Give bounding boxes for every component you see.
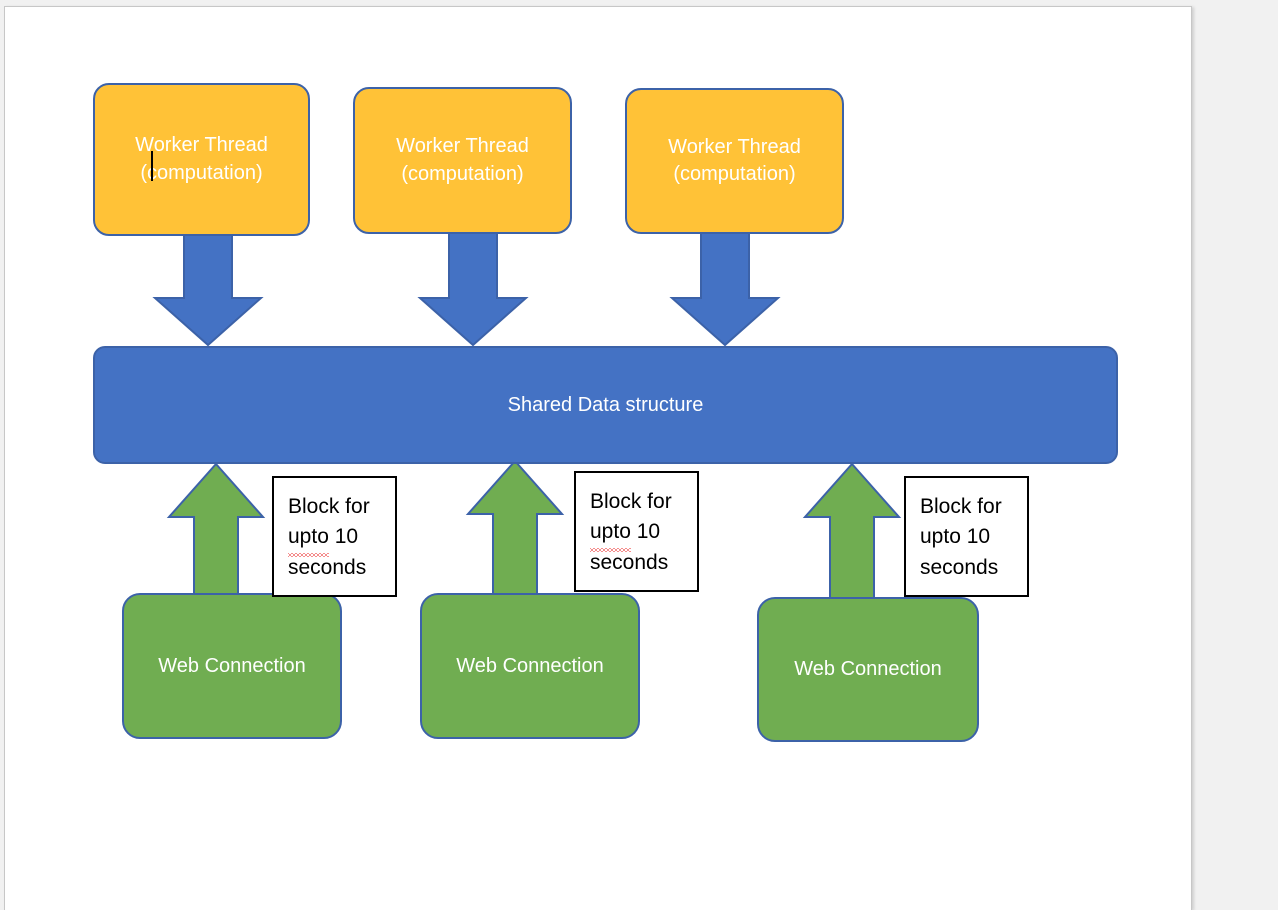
down-arrow-2[interactable] — [417, 231, 529, 347]
note-line3-1: seconds — [288, 555, 367, 579]
up-arrow-2[interactable] — [465, 459, 565, 609]
misspelled-word-1: upto — [288, 522, 329, 558]
up-arrow-1[interactable] — [166, 462, 266, 612]
note-text-2: Block for upto 10 seconds — [590, 487, 672, 578]
worker-thread-label-3: Worker Thread (computation) — [668, 134, 801, 188]
worker-thread-line2-3: (computation) — [673, 163, 796, 185]
shared-data-structure-bar[interactable]: Shared Data structure — [93, 346, 1118, 464]
down-arrow-3[interactable] — [669, 231, 781, 347]
note-line1-3: Block for — [920, 495, 1002, 518]
worker-thread-box-1[interactable]: Worker Thread (computation) — [93, 83, 310, 236]
web-connection-box-1[interactable]: Web Connection — [122, 593, 342, 739]
web-connection-label-3: Web Connection — [794, 658, 942, 680]
note-line2-3: upto 10 — [920, 522, 1002, 552]
web-connection-box-3[interactable]: Web Connection — [757, 597, 979, 742]
note-box-2[interactable]: Block for upto 10 seconds — [574, 471, 699, 592]
note-line1-2: Block for — [590, 490, 672, 513]
web-connection-label-1: Web Connection — [158, 654, 306, 677]
note-box-1[interactable]: Block for upto 10 seconds — [272, 476, 397, 597]
diagram-canvas[interactable]: Worker Thread (computation) Worker Threa… — [5, 7, 1191, 910]
worker-thread-label-2: Worker Thread (computation) — [396, 133, 529, 187]
note-box-3[interactable]: Block for upto 10 seconds — [904, 476, 1029, 597]
note-line2-2: upto 10 — [590, 517, 672, 553]
up-arrow-3[interactable] — [802, 462, 902, 612]
text-caret — [151, 151, 154, 182]
note-line2-rest-2: 10 — [630, 520, 661, 544]
note-text-1: Block for upto 10 seconds — [288, 492, 370, 583]
worker-thread-box-2[interactable]: Worker Thread (computation) — [353, 87, 572, 234]
misspelled-word-2: upto — [590, 517, 631, 553]
note-line2-rest-1: 10 — [328, 525, 359, 549]
down-arrow-1[interactable] — [152, 231, 264, 347]
worker-thread-line1-2: Worker Thread — [396, 135, 529, 158]
worker-thread-line2-2: (computation) — [401, 162, 524, 185]
worker-thread-box-3[interactable]: Worker Thread (computation) — [625, 88, 844, 234]
shared-data-structure-label: Shared Data structure — [507, 393, 704, 416]
web-connection-label-2: Web Connection — [456, 654, 604, 677]
misspelled-word-3: upto — [920, 525, 961, 549]
worker-thread-label-1: Worker Thread (computation) — [135, 132, 268, 186]
note-line1-1: Block for — [288, 495, 370, 518]
note-line2-rest-3: 10 — [960, 525, 991, 549]
note-line2-1: upto 10 — [288, 522, 370, 558]
note-text-3: Block for upto 10 seconds — [920, 492, 1002, 583]
web-connection-box-2[interactable]: Web Connection — [420, 593, 640, 739]
worker-thread-line1-1: Worker Thread — [135, 134, 268, 157]
note-line3-2: seconds — [590, 550, 669, 574]
worker-thread-line2-1: (computation) — [140, 161, 263, 184]
note-line3-3: seconds — [920, 555, 999, 579]
worker-thread-line1-3: Worker Thread — [668, 135, 801, 158]
document-page[interactable]: Worker Thread (computation) Worker Threa… — [4, 6, 1192, 910]
